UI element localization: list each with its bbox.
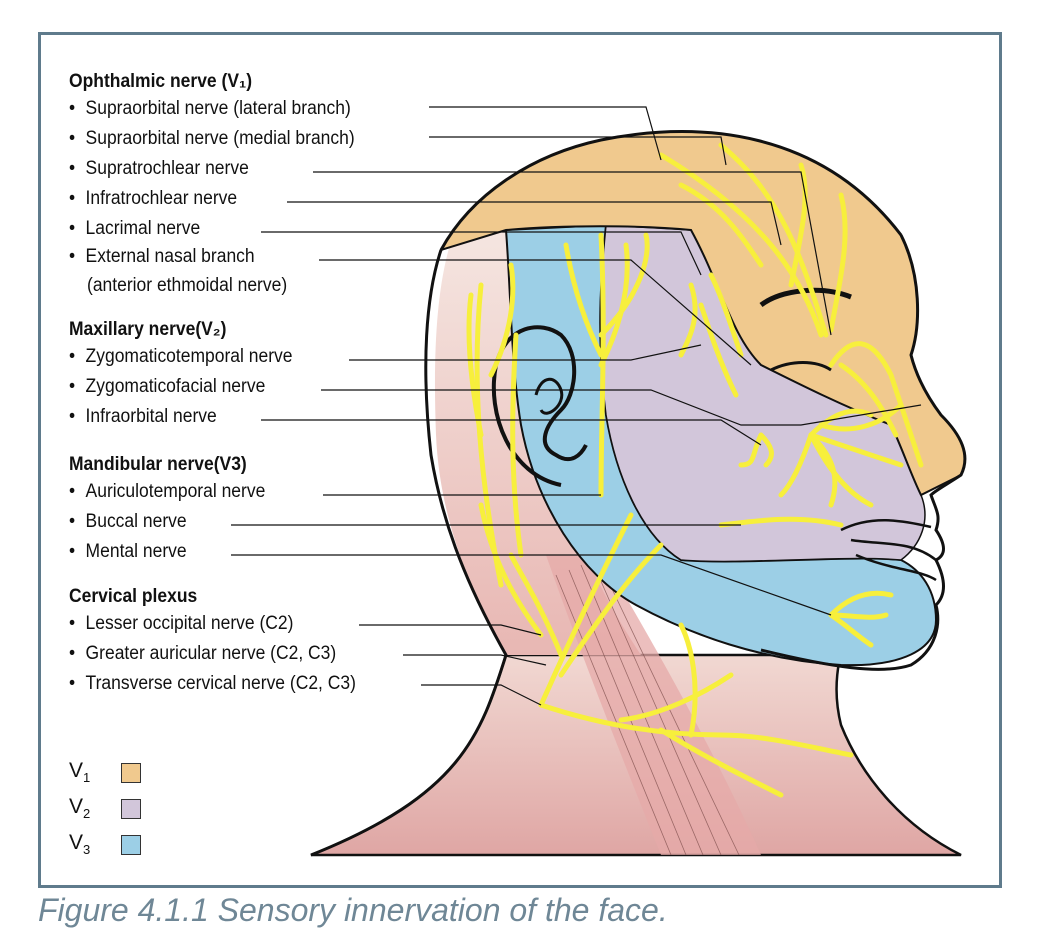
figure-frame: Ophthalmic nerve (V₁) •Supraorbital nerv…	[38, 32, 1002, 888]
label-panel: Ophthalmic nerve (V₁) •Supraorbital nerv…	[41, 35, 1002, 888]
maxillary-nerve-heading: Maxillary nerve(V₂)	[69, 319, 226, 341]
legend-v1-swatch	[121, 763, 141, 783]
label-supratrochlear: •Supratrochlear nerve	[69, 158, 249, 180]
label-lacrimal: •Lacrimal nerve	[69, 218, 200, 240]
label-zygomaticotemporal: •Zygomaticotemporal nerve	[69, 346, 293, 368]
legend-v3-label: V3	[69, 831, 90, 857]
cervical-plexus-heading: Cervical plexus	[69, 586, 197, 608]
label-transverse-cervical: •Transverse cervical nerve (C2, C3)	[69, 673, 356, 695]
label-mental: •Mental nerve	[69, 541, 187, 563]
label-infraorbital: •Infraorbital nerve	[69, 406, 217, 428]
label-infratrochlear: •Infratrochlear nerve	[69, 188, 237, 210]
label-lesser-occipital: •Lesser occipital nerve (C2)	[69, 613, 293, 635]
label-anterior-ethmoidal: (anterior ethmoidal nerve)	[87, 275, 287, 297]
label-supraorbital-medial: •Supraorbital nerve (medial branch)	[69, 128, 355, 150]
legend-v2-label: V2	[69, 795, 90, 821]
label-greater-auricular: •Greater auricular nerve (C2, C3)	[69, 643, 336, 665]
legend-v1-label: V1	[69, 759, 90, 785]
figure-caption: Figure 4.1.1 Sensory innervation of the …	[38, 892, 668, 929]
label-zygomaticofacial: •Zygomaticofacial nerve	[69, 376, 265, 398]
ophthalmic-nerve-heading: Ophthalmic nerve (V₁)	[69, 71, 252, 93]
legend-v2-swatch	[121, 799, 141, 819]
label-buccal: •Buccal nerve	[69, 511, 187, 533]
legend-v3-swatch	[121, 835, 141, 855]
label-external-nasal: •External nasal branch	[69, 246, 255, 268]
label-auriculotemporal: •Auriculotemporal nerve	[69, 481, 265, 503]
label-supraorbital-lateral: •Supraorbital nerve (lateral branch)	[69, 98, 351, 120]
mandibular-nerve-heading: Mandibular nerve(V3)	[69, 454, 247, 476]
